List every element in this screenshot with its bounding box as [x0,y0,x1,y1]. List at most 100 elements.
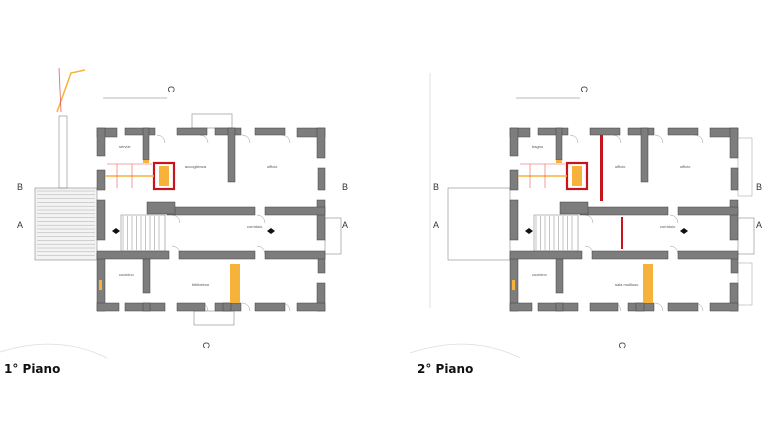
wall [316,127,326,159]
orange-opening [643,264,653,303]
wall [264,250,326,260]
wall [509,127,519,157]
stair-arrow-icon [680,228,688,234]
bathroom-partitions [520,163,565,188]
wall [509,199,519,241]
section-mark-b-right: B [756,182,762,192]
door-swing [612,134,622,144]
wall [178,250,256,260]
wall [166,206,256,216]
room-label: sala multiuso [615,282,639,287]
wall [677,250,739,260]
lift-opening [159,166,169,186]
wall [555,127,563,161]
wall [264,206,326,216]
wall [589,302,619,312]
chimney-duct [58,115,68,189]
plan-2nd-floor [409,73,755,359]
room-label: accoglienza [185,164,207,169]
section-mark-c-top: C [579,86,589,93]
plan-title-2nd-floor: 2° Piano [417,362,474,376]
section-mark-b-left: B [433,182,439,192]
door-swing [694,134,704,144]
wall [555,302,564,312]
section-mark-c-top: C [166,86,176,93]
section-mark-a-right: A [342,220,348,230]
wall [146,201,176,215]
wall [254,302,286,312]
balcony-bottom [193,310,235,326]
room-label: cucinino [119,272,134,277]
wall [667,127,699,136]
stair-arrow-icon [267,228,275,234]
section-mark-a-left: A [433,220,439,230]
door-swing [669,214,679,224]
room-label: ufficio [680,164,691,169]
plan-1st-floor [0,67,342,359]
room-label: biblioteca [192,282,210,287]
plan-title-1st-floor: 1° Piano [4,362,61,376]
wall [96,250,170,260]
wall [730,167,739,191]
room-label: servizi [119,144,130,149]
room-label: cucinino [532,272,547,277]
door-swing [199,134,209,144]
wall [559,201,589,215]
room-label: ufficio [615,164,626,169]
wall [635,302,645,312]
wall [555,258,564,294]
section-mark-a-left: A [17,220,23,230]
stair-arrow-icon [112,228,120,234]
door-swing [584,214,594,224]
wall [142,127,150,161]
new-partition-wall [621,217,623,249]
orange-opening [99,280,102,290]
section-mark-a-right: A [756,220,762,230]
wall [729,127,739,159]
section-mark-c-bottom: C [617,342,627,349]
wall [537,127,569,136]
red-duct [58,67,62,113]
door-swing [654,134,664,144]
door-swing [669,245,679,255]
wall [729,199,739,241]
room-label: corridoio [247,224,263,229]
wall [96,199,106,241]
wall [509,250,583,260]
door-swing [241,302,251,312]
wall [96,127,106,157]
door-swing [156,134,166,144]
wall [579,206,669,216]
wall [317,167,326,191]
wall [222,302,232,312]
orange-opening [230,264,240,303]
balcony-right [737,137,753,197]
orange-opening [143,160,149,163]
balcony-right [737,262,753,306]
section-mark-c-bottom: C [201,342,211,349]
wall [296,302,326,312]
wall [316,199,326,241]
garden-curve [409,343,521,359]
wall [176,302,206,312]
wall [677,206,739,216]
door-swing [281,134,291,144]
balcony-right [324,217,342,255]
door-swing [569,134,579,144]
door-swing [241,134,251,144]
stair-arrow-icon [525,228,533,234]
wall [509,169,519,191]
wall [254,127,286,136]
wall [96,169,106,191]
wall [142,302,151,312]
door-swing [654,302,664,312]
wall [124,127,156,136]
section-mark-b-left: B [17,182,23,192]
room-label: ufficio [267,164,278,169]
wall [589,127,621,136]
door-swing [171,214,181,224]
door-swing [256,245,266,255]
terrace-outline [447,187,511,261]
orange-duct [56,69,86,113]
wall [509,302,533,312]
